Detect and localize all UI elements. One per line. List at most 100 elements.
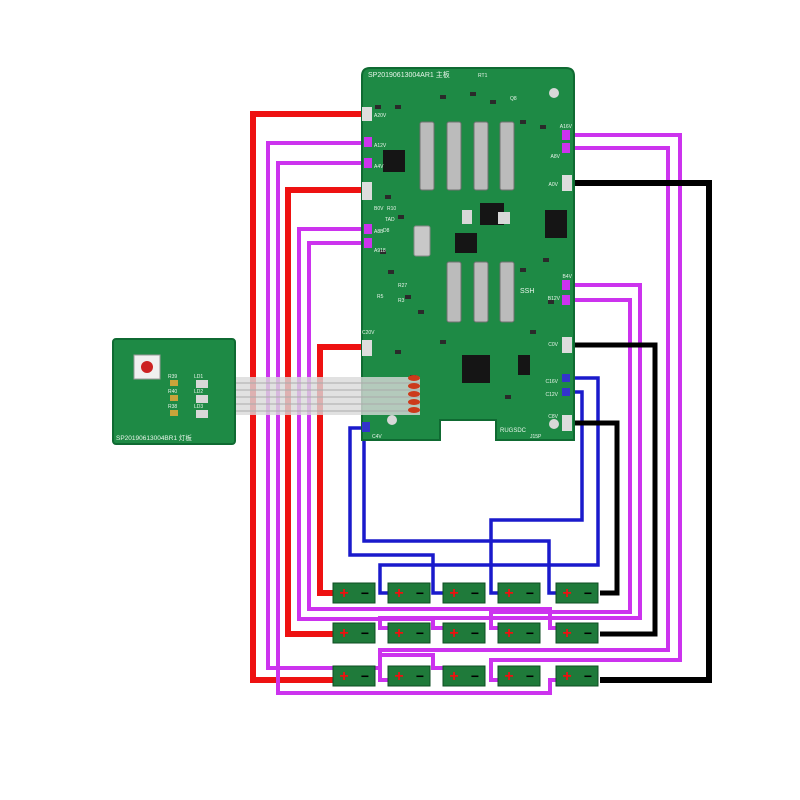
wire-c12v	[489, 390, 584, 595]
cell-plus: +	[339, 668, 348, 685]
label-q8: Q8	[510, 96, 517, 102]
pad-label: B0V	[374, 206, 384, 212]
cell-minus: −	[526, 585, 534, 601]
cell-plus: +	[394, 625, 403, 642]
pad-a0v	[562, 175, 572, 191]
pad-label: A16V	[560, 124, 573, 130]
wire-a918	[307, 241, 558, 630]
cell-plus: +	[339, 585, 348, 602]
pad-label: A0V	[549, 182, 559, 188]
pad-label: C16V	[545, 379, 558, 385]
cell-minus: −	[584, 668, 592, 684]
cell-minus: −	[471, 585, 479, 601]
cell-minus: −	[361, 668, 369, 684]
ic-chip	[462, 355, 490, 383]
main-board-pcb	[361, 67, 575, 441]
push-button-cap	[141, 361, 153, 373]
pad-c4v	[362, 422, 370, 432]
pad-label: C8V	[548, 414, 558, 420]
battery-cell: +−	[497, 582, 541, 604]
label-r10: R10	[387, 206, 396, 212]
pad-label: A918	[374, 248, 386, 254]
pad-c12v	[562, 388, 570, 396]
mount-hole	[549, 88, 559, 98]
wire-c8v	[362, 440, 558, 595]
battery-cell: +−	[332, 665, 376, 687]
pad-a8v	[562, 143, 570, 153]
pad-label: C20V	[362, 330, 375, 336]
cell-plus: +	[562, 625, 571, 642]
tab-pad	[498, 212, 510, 224]
cell-minus: −	[526, 668, 534, 684]
label-d8: D8	[383, 228, 390, 234]
battery-cells: +− +− +− +− +− +− +− +− +− +− +− +− +− +…	[332, 582, 599, 687]
battery-cell: +−	[332, 622, 376, 644]
cell-minus: −	[361, 585, 369, 601]
led-label: LD2	[194, 389, 203, 395]
battery-cell: +−	[442, 582, 486, 604]
pad-label: C4V	[372, 434, 382, 440]
wire-c4v	[348, 426, 445, 595]
light-board: LD1 LD2 LD3 R39 R40 R38 SP20190613004BR1…	[112, 338, 236, 445]
cell-plus: +	[449, 668, 458, 685]
light-board-title: SP20190613004BR1 灯板	[116, 433, 192, 442]
cell-plus: +	[339, 625, 348, 642]
cell-plus: +	[449, 585, 458, 602]
battery-cell: +−	[442, 665, 486, 687]
label-rt1: RT1	[478, 73, 488, 79]
cell-row-1: +− +− +− +− +−	[332, 582, 599, 604]
pad-label: A12V	[374, 143, 387, 149]
cell-row-3: +− +− +− +− +−	[332, 665, 599, 687]
pads-right	[562, 130, 572, 431]
cell-minus: −	[471, 668, 479, 684]
wire-c16v	[378, 376, 600, 595]
pad-label: C0V	[548, 342, 558, 348]
cell-minus: −	[416, 585, 424, 601]
main-board: SP20190613004AR1 主板 RT1	[361, 67, 575, 441]
wire-a4v	[276, 161, 558, 695]
label-r3: R3	[398, 298, 405, 304]
cell-minus: −	[416, 625, 424, 641]
wires	[250, 111, 712, 695]
cell-minus: −	[361, 625, 369, 641]
cell-plus: +	[394, 668, 403, 685]
label-r5: R5	[377, 294, 384, 300]
wire-b12v	[489, 298, 632, 630]
cell-plus: +	[504, 585, 513, 602]
resistor-label: R38	[168, 404, 177, 410]
battery-cell: +−	[332, 582, 376, 604]
battery-cell: +−	[442, 622, 486, 644]
resistor-label: R40	[168, 389, 177, 395]
wire-c0v	[567, 420, 620, 596]
resistor-label: R39	[168, 374, 177, 380]
ic-chip	[518, 355, 530, 375]
cell-row-2: +− +− +− +− +−	[332, 622, 599, 644]
wire-b4v	[378, 283, 642, 630]
battery-cell: +−	[497, 665, 541, 687]
pad-a20v	[362, 107, 372, 121]
tab-pad	[462, 210, 472, 224]
pad-label: B12V	[548, 296, 561, 302]
cell-plus: +	[449, 625, 458, 642]
ribbon-cable	[212, 375, 420, 415]
battery-cell: +−	[555, 582, 599, 604]
pad-c20v	[362, 340, 372, 356]
cell-plus: +	[504, 625, 513, 642]
mount-hole	[387, 415, 397, 425]
pad-label: A4V	[374, 164, 384, 170]
cell-plus: +	[562, 668, 571, 685]
pad-label: A8B	[374, 229, 384, 235]
ic-chip	[545, 210, 567, 238]
battery-cell: +−	[387, 582, 431, 604]
cell-plus: +	[562, 585, 571, 602]
battery-cell: +−	[555, 665, 599, 687]
pad-label: A20V	[374, 113, 387, 119]
mount-hole	[549, 419, 559, 429]
mosfet-row-bottom	[446, 261, 515, 323]
cell-minus: −	[471, 625, 479, 641]
pads-left	[362, 107, 372, 432]
pad-c16v	[562, 374, 570, 382]
wire-c20v	[317, 344, 367, 596]
mosfet-row-top	[419, 121, 515, 191]
